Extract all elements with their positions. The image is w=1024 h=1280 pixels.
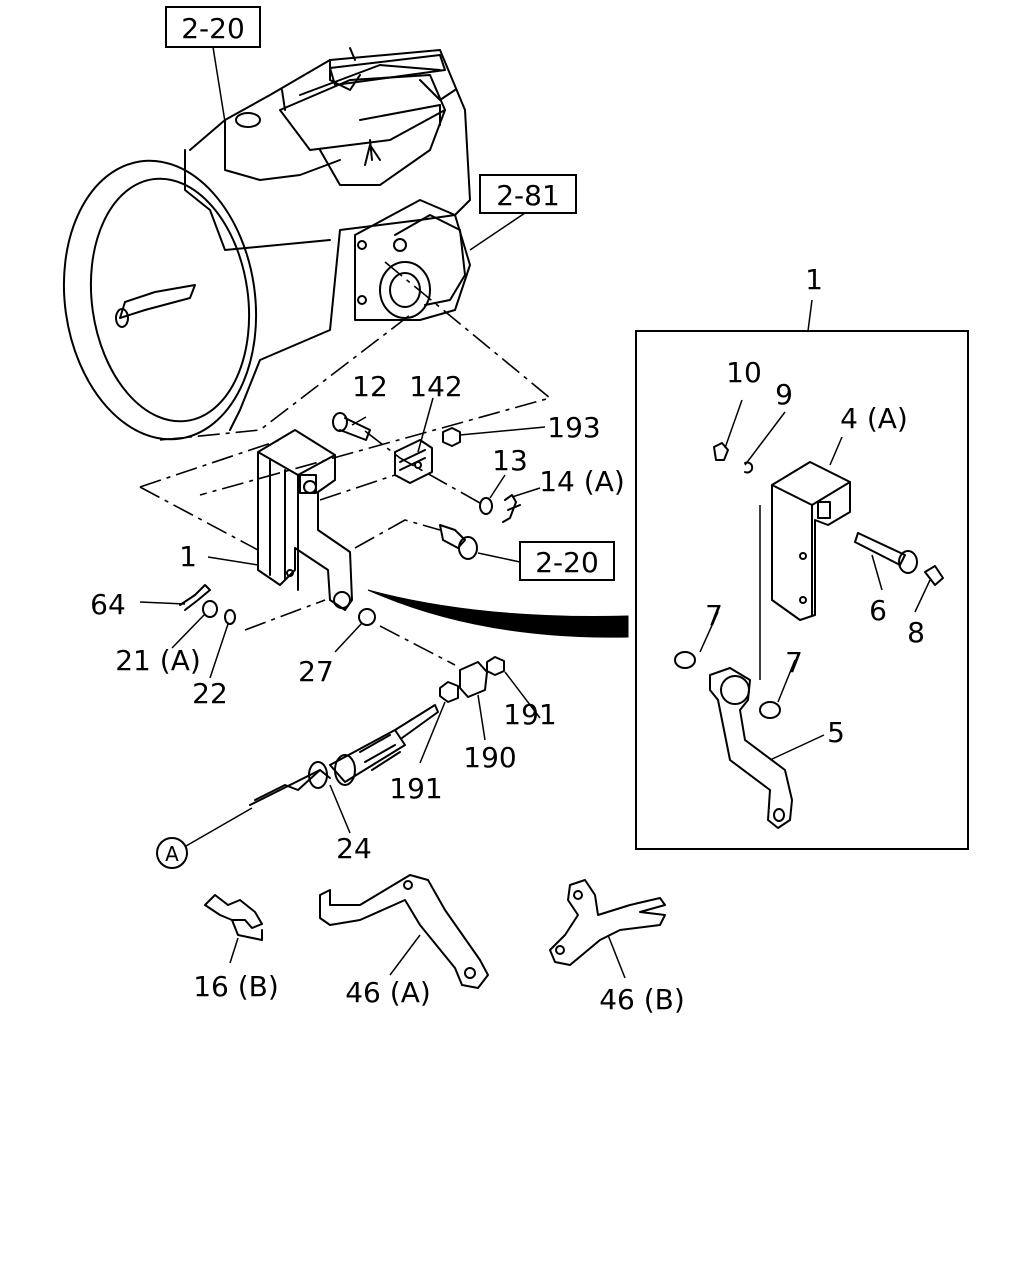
reference-label: 2-81 — [496, 179, 560, 212]
pin-14a[interactable] — [502, 494, 521, 523]
alignment-line — [319, 474, 396, 501]
reference-2-20-middle[interactable]: 2-20 — [519, 541, 615, 581]
shaft-6[interactable] — [854, 532, 918, 574]
bolt-2-20[interactable] — [439, 524, 478, 560]
fitting-8[interactable] — [924, 565, 944, 586]
alignment-line — [354, 519, 441, 549]
alignment-line — [244, 599, 326, 631]
callout-191-left: 191 — [389, 772, 442, 805]
callout-46a: 46 (A) — [345, 976, 431, 1009]
leader-line — [477, 552, 521, 563]
callout-24: 24 — [336, 832, 372, 865]
callout-4a: 4 (A) — [840, 402, 908, 435]
nut-10[interactable] — [713, 442, 729, 461]
bushing-7-left[interactable] — [674, 651, 696, 669]
leader-line — [185, 807, 253, 847]
callout-10: 10 — [726, 356, 762, 389]
callout-1-inset: 1 — [805, 263, 823, 296]
reference-label: 2-20 — [535, 546, 599, 579]
clevis-190[interactable] — [459, 661, 488, 698]
reference-2-81[interactable]: 2-81 — [479, 174, 577, 214]
alignment-line — [139, 439, 281, 551]
inset-frame — [635, 330, 969, 850]
alignment-line — [379, 625, 456, 666]
callout-labels: 12 142 193 13 14 (A) 1 64 21 (A) 22 27 1… — [90, 263, 925, 1016]
transmission-housing — [62, 47, 471, 441]
bracket-assembly[interactable] — [257, 429, 353, 611]
reference-2-20-top[interactable]: 2-20 — [165, 6, 261, 48]
callout-142: 142 — [409, 370, 462, 403]
callout-7-left: 7 — [705, 599, 723, 632]
callout-13: 13 — [492, 444, 528, 477]
callout-1: 1 — [179, 540, 197, 573]
callout-12: 12 — [352, 370, 388, 403]
callout-46b: 46 (B) — [599, 983, 685, 1016]
washer-13[interactable] — [479, 497, 493, 515]
callout-190: 190 — [463, 741, 516, 774]
callout-14a: 14 (A) — [539, 465, 625, 498]
callout-5: 5 — [827, 716, 845, 749]
arm-5[interactable] — [709, 667, 793, 829]
block-142[interactable] — [394, 439, 433, 484]
nut-191-right[interactable] — [486, 656, 505, 676]
lever-46b[interactable] — [549, 879, 666, 966]
cable-24[interactable] — [249, 704, 439, 806]
cotter-pin-64[interactable] — [179, 584, 211, 611]
callout-191-right: 191 — [503, 698, 556, 731]
leader-line — [469, 212, 526, 251]
bushing-7-right[interactable] — [759, 701, 781, 719]
nut-191-left[interactable] — [439, 681, 459, 703]
callout-64: 64 — [90, 588, 126, 621]
callout-21a: 21 (A) — [115, 644, 201, 677]
leader-line — [807, 299, 813, 332]
leader-lines — [139, 397, 931, 979]
bushing-27[interactable] — [358, 608, 376, 626]
bolt-12[interactable] — [332, 412, 371, 441]
callout-16b: 16 (B) — [193, 970, 279, 1003]
callout-22: 22 — [192, 677, 228, 710]
callout-6: 6 — [869, 594, 887, 627]
callout-9: 9 — [775, 378, 793, 411]
callout-193: 193 — [547, 411, 600, 444]
washer-21a[interactable] — [202, 600, 218, 618]
callout-7-right: 7 — [785, 646, 803, 679]
lever-46a[interactable] — [319, 874, 489, 989]
nut-193[interactable] — [442, 427, 461, 447]
marker-label: A — [165, 842, 179, 866]
alignment-line — [364, 430, 481, 504]
reference-label: 2-20 — [181, 12, 245, 45]
callout-8: 8 — [907, 616, 925, 649]
inset-bracket-4a[interactable] — [771, 461, 851, 621]
pointer-wedge — [367, 589, 629, 638]
clamp-16b[interactable] — [204, 894, 263, 941]
clip-22[interactable] — [224, 609, 236, 625]
callout-27: 27 — [298, 655, 334, 688]
leader-line — [212, 46, 226, 123]
circle-marker-a: A — [156, 837, 188, 869]
